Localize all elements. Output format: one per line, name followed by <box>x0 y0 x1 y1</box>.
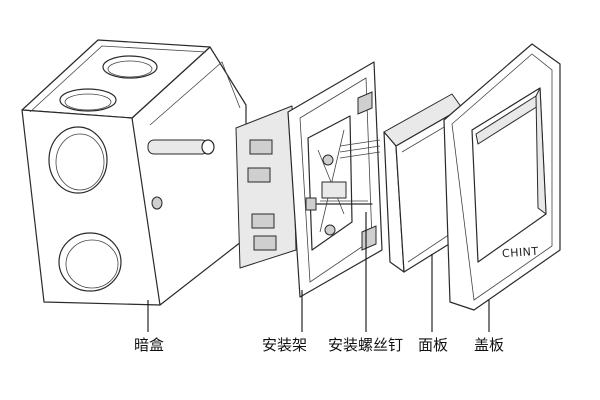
box-rivet <box>151 196 163 210</box>
mechanism-terminal-2 <box>247 167 271 183</box>
box-top-rim <box>29 45 207 113</box>
frame-center-clip <box>321 181 347 199</box>
frame-screw-hole-bottom <box>324 224 336 236</box>
screw-head <box>305 197 317 211</box>
label-cover-plate: 盖板 <box>474 336 505 354</box>
brand-logo-text: CHINT <box>501 244 540 261</box>
box-screw-boss-end <box>201 139 215 155</box>
label-panel: 面板 <box>418 336 449 354</box>
cover-bevel <box>451 53 553 301</box>
leader-lines <box>147 212 490 332</box>
frame-screw-hole-top <box>322 154 334 166</box>
top-knockout-1 <box>102 55 158 79</box>
screw-thread-hatch <box>339 139 381 159</box>
mechanism-terminal-3 <box>251 213 275 229</box>
frame-tab-top <box>357 91 373 115</box>
top-knockout-2-inner <box>64 93 112 111</box>
junction-box <box>21 39 247 306</box>
mechanism-terminal-1 <box>249 139 273 155</box>
mounting-frame <box>235 61 383 298</box>
front-knockout-2-inner <box>65 239 119 289</box>
box-screw-boss <box>147 139 209 155</box>
cover-plate <box>443 43 561 311</box>
front-knockout-1-inner <box>55 133 105 191</box>
top-knockout-2 <box>59 88 117 112</box>
top-knockout-1-inner <box>107 60 153 78</box>
label-junction-box: 暗盒 <box>134 336 165 354</box>
label-mounting-screw: 安装螺丝钉 <box>328 336 404 354</box>
front-knockout-2 <box>58 232 122 292</box>
mechanism-terminal-4 <box>253 235 277 251</box>
cover-window-right-shade <box>535 87 547 215</box>
box-side-edge <box>149 61 241 126</box>
frame-window <box>307 115 353 251</box>
frame-strut-2 <box>319 129 345 233</box>
mounting-screw <box>305 139 381 211</box>
front-knockout-1 <box>48 126 108 194</box>
label-mounting-frame: 安装架 <box>262 336 308 354</box>
